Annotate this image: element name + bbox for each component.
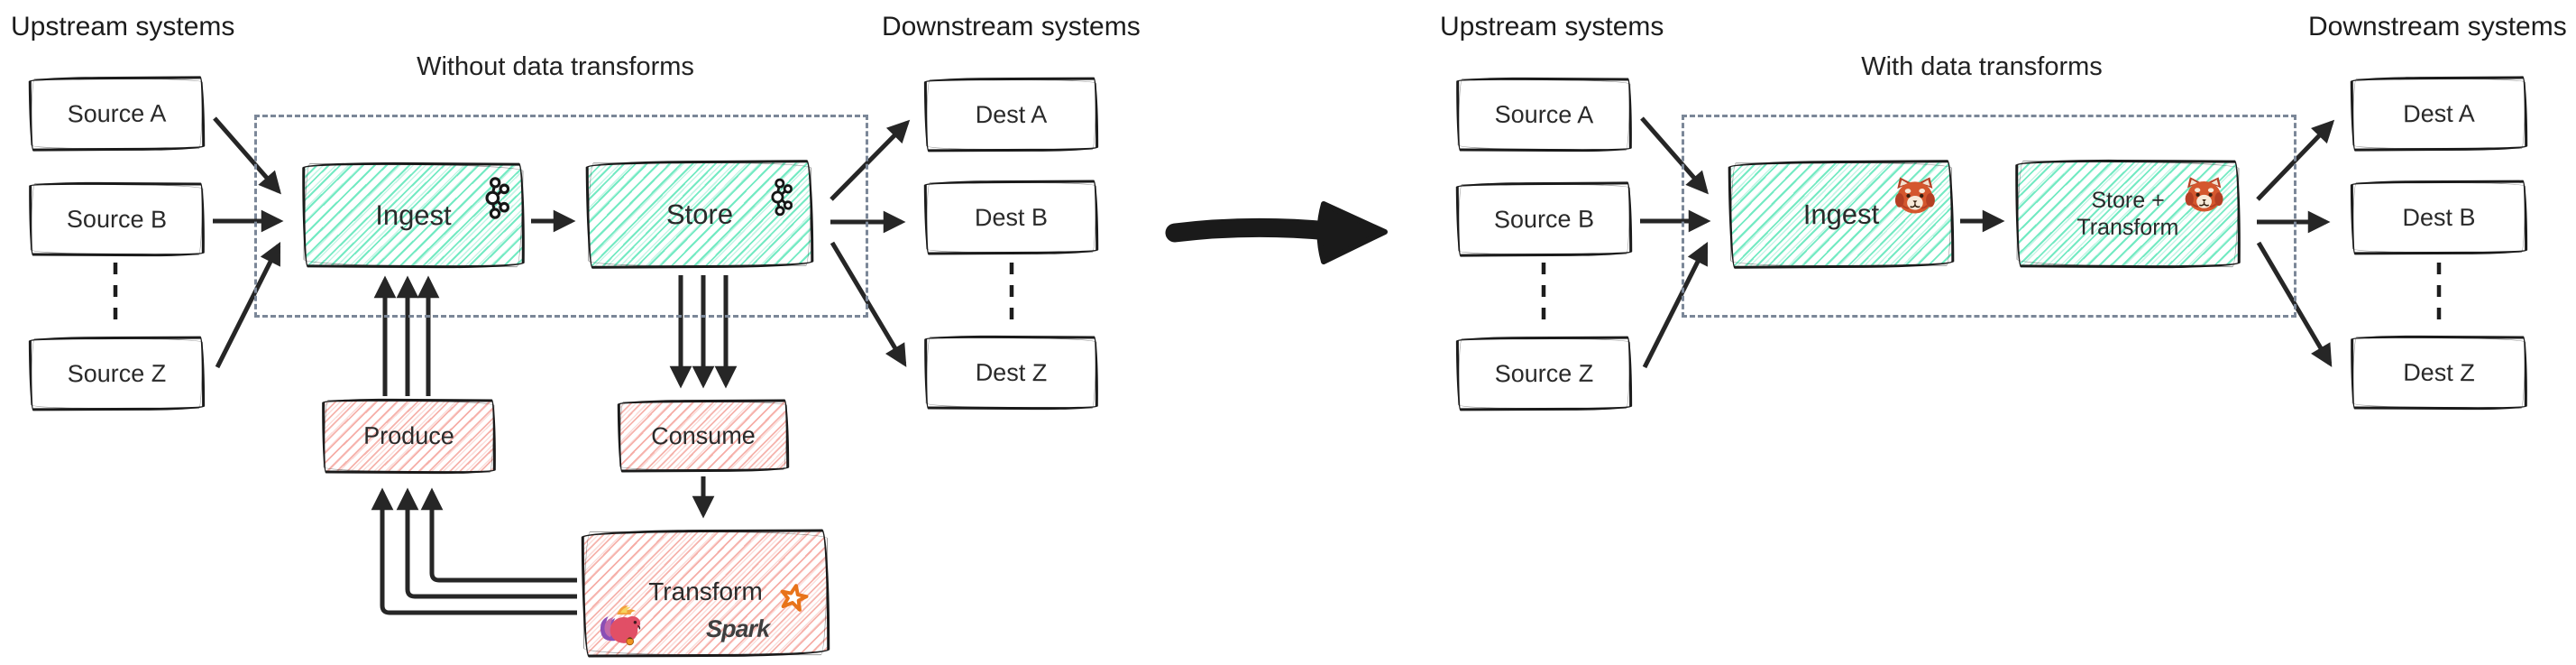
store-transform-line1: Store + — [2091, 187, 2165, 214]
left-dest-z-label: Dest Z — [975, 358, 1048, 386]
right-source-z-label: Source Z — [1494, 359, 1594, 387]
left-store-label: Store — [665, 198, 734, 230]
produce-box: Produce — [321, 398, 497, 475]
produce-label: Produce — [363, 421, 454, 450]
right-source-b-box: Source B — [1455, 181, 1633, 257]
left-source-z-box: Source Z — [28, 336, 206, 411]
consume-label: Consume — [651, 421, 756, 449]
left-ingest-label: Ingest — [375, 199, 452, 231]
left-pipeline-dashed-boundary — [254, 115, 868, 318]
left-source-b-label: Source B — [66, 205, 168, 233]
left-store-box: Store — [585, 160, 814, 269]
consume-box: Consume — [617, 399, 790, 473]
flink-squirrel-icon — [598, 596, 641, 646]
kafka-icon — [767, 177, 793, 217]
right-dest-b-label: Dest B — [2402, 203, 2476, 231]
right-pipeline-dashed-boundary — [1682, 115, 2296, 318]
right-dest-a-box: Dest A — [2350, 76, 2528, 152]
left-dest-b-label: Dest B — [974, 203, 1049, 231]
red-panda-icon — [1893, 175, 1937, 214]
left-diagram-title: Without data transforms — [417, 52, 694, 81]
left-source-b-box: Source B — [28, 181, 206, 257]
left-source-z-label: Source Z — [67, 359, 167, 387]
left-dest-a-box: Dest A — [923, 77, 1099, 152]
right-dest-a-label: Dest A — [2403, 99, 2475, 127]
left-source-a-label: Source A — [67, 99, 167, 127]
right-ingest-label: Ingest — [1802, 198, 1880, 230]
big-right-arrow — [1165, 201, 1388, 264]
left-dest-z-box: Dest Z — [923, 335, 1099, 411]
right-source-a-box: Source A — [1455, 77, 1633, 152]
store-transform-line2: Transform — [2076, 214, 2179, 241]
right-source-b-label: Source B — [1493, 205, 1595, 233]
right-dest-z-box: Dest Z — [2350, 335, 2528, 411]
right-diagram-title: With data transforms — [1861, 52, 2103, 81]
kafka-icon — [481, 176, 510, 219]
spark-star-icon — [778, 584, 809, 614]
transform-box: Transform Spark — [581, 529, 830, 658]
spark-wordmark: Spark — [706, 614, 770, 642]
right-ingest-box: Ingest — [1728, 160, 1955, 269]
spark-logo: Spark — [706, 584, 809, 643]
right-source-z-box: Source Z — [1455, 336, 1633, 411]
right-source-a-label: Source A — [1494, 100, 1594, 128]
left-source-a-box: Source A — [28, 76, 206, 152]
left-dest-a-label: Dest A — [975, 100, 1048, 128]
left-downstream-label: Downstream systems — [882, 12, 1141, 42]
right-store-transform-box: Store + Transform — [2014, 159, 2241, 269]
right-upstream-label: Upstream systems — [1440, 12, 1664, 42]
left-upstream-label: Upstream systems — [11, 12, 235, 42]
left-dest-b-box: Dest B — [923, 180, 1099, 255]
left-ingest-box: Ingest — [301, 162, 526, 269]
red-panda-icon — [2184, 175, 2224, 212]
right-dest-z-label: Dest Z — [2403, 358, 2475, 386]
right-store-transform-label: Store + Transform — [2076, 187, 2178, 242]
right-downstream-label: Downstream systems — [2308, 12, 2567, 42]
right-dest-b-box: Dest B — [2350, 180, 2528, 255]
